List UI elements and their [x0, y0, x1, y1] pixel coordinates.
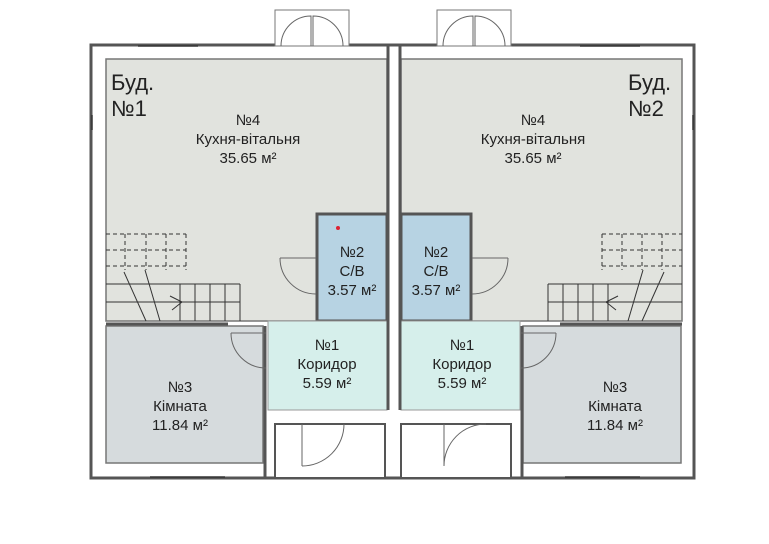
corridor-2-label: №1 Коридор 5.59 м² — [382, 336, 542, 393]
corridor-2-num: №1 — [449, 337, 475, 354]
bath-2-name: С/В — [423, 263, 449, 280]
bath-2-num: №2 — [423, 244, 449, 261]
room-2-area: 11.84 м² — [587, 417, 643, 434]
corridor-2-name: Коридор — [432, 356, 492, 373]
entrance-1 — [274, 423, 386, 479]
bath-1-name: С/В — [339, 263, 365, 280]
bath-doors[interactable] — [279, 257, 509, 295]
building-1-title: Буд. №1 — [111, 70, 154, 122]
kitchen-2-num: №4 — [520, 112, 546, 129]
bath-1-num: №2 — [339, 244, 365, 261]
kitchen-2-area: 35.65 м² — [504, 150, 562, 167]
room-2 — [522, 325, 682, 464]
windows — [91, 45, 694, 478]
kitchen-1-area: 35.65 м² — [219, 150, 277, 167]
kitchen-2-name: Кухня-вітальня — [480, 131, 586, 148]
outer-wall — [89, 43, 696, 480]
entrance-2 — [400, 423, 512, 479]
building-1-title-line2: №1 — [111, 96, 147, 121]
room-2-name: Кімната — [588, 398, 642, 415]
stairs-right — [547, 233, 682, 322]
interior-walls — [106, 45, 682, 478]
stairs-left — [106, 233, 241, 322]
room-2-num: №3 — [602, 379, 628, 396]
room-1 — [105, 325, 264, 464]
corridor-1-name: Коридор — [297, 356, 357, 373]
balcony-doors[interactable] — [274, 9, 512, 47]
corridor-1-num: №1 — [314, 337, 340, 354]
kitchen-1-name: Кухня-вітальня — [195, 131, 301, 148]
building-2-title-line1: Буд. — [628, 70, 672, 95]
kitchen-2-label: №4 Кухня-вітальня 35.65 м² — [453, 111, 613, 168]
kitchen-1-num: №4 — [235, 112, 261, 129]
building-2-title: Буд. №2 — [628, 70, 671, 122]
room-1-num: №3 — [167, 379, 193, 396]
corridor-1-area: 5.59 м² — [302, 375, 352, 392]
building-2-title-line2: №2 — [628, 96, 664, 121]
bath-1-label: №2 С/В 3.57 м² — [272, 243, 432, 300]
corridor-1-label: №1 Коридор 5.59 м² — [247, 336, 407, 393]
room-2-label: №3 Кімната 11.84 м² — [535, 378, 695, 435]
corridor-2-area: 5.59 м² — [437, 375, 487, 392]
room-1-area: 11.84 м² — [152, 417, 208, 434]
bath-1-area: 3.57 м² — [327, 282, 377, 299]
room-1-label: №3 Кімната 11.84 м² — [100, 378, 260, 435]
building-1-title-line1: Буд. — [111, 70, 155, 95]
bath-2-area: 3.57 м² — [411, 282, 461, 299]
room-doors[interactable] — [230, 332, 557, 369]
kitchen-1-label: №4 Кухня-вітальня 35.65 м² — [168, 111, 328, 168]
room-1-name: Кімната — [153, 398, 207, 415]
marker-dot — [336, 226, 340, 230]
bath-2-label: №2 С/В 3.57 м² — [356, 243, 516, 300]
entrance-doors[interactable] — [301, 423, 487, 467]
